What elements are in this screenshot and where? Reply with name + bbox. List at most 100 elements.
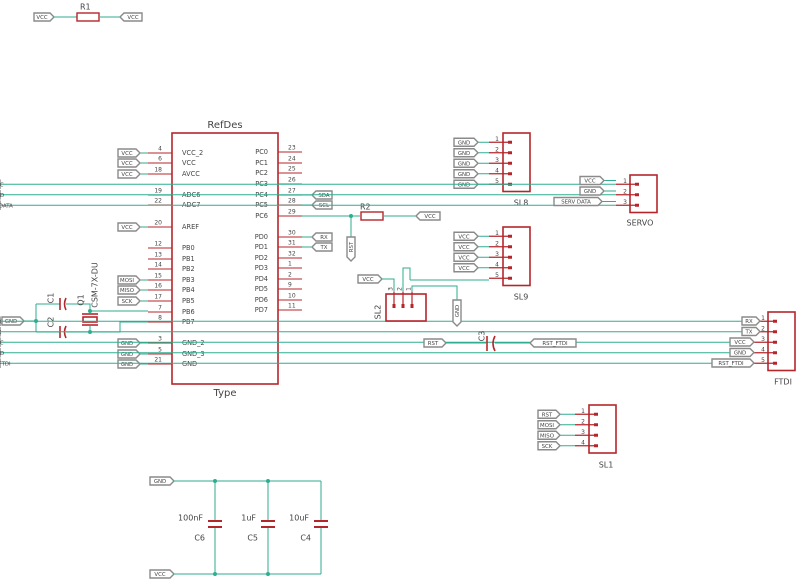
mcu-right-pin-number: 10 (288, 293, 296, 300)
mcu-right-pin-name: PC6 (255, 212, 268, 220)
sl1-net-label: SCK (542, 444, 553, 450)
rst-net-label: RST (349, 241, 355, 252)
r1-right-net-label: VCC (127, 15, 138, 21)
crystal-gnd-net-label: GND (5, 319, 17, 325)
sl2-gnd-net-label-flag (452, 299, 462, 327)
sl8-net-label-flag (453, 158, 479, 168)
sl1-net-label: RST (542, 412, 553, 418)
mcu-left-pin-number: 20 (154, 220, 162, 227)
servo-pin-number: 1 (623, 178, 627, 185)
sl2-vcc-net-label-flag (357, 274, 383, 284)
sl9-pin-contact (508, 276, 512, 280)
sl9-pin-contact (508, 266, 512, 270)
sl2-gnd-net-label: GND (455, 305, 461, 317)
sl8-pin-number: 3 (495, 157, 499, 164)
r1-resistor (76, 12, 100, 22)
mcu-left-net-label: VCC (121, 172, 132, 178)
sl8-net-label-flag (453, 169, 479, 179)
mcu-left-net-label: SCK (122, 299, 133, 305)
mcu-right-net-label: TX (320, 245, 328, 251)
rail-vcc-junction (266, 572, 270, 576)
c2-refdes: C2 (47, 317, 56, 328)
mcu-left-pin-number: 4 (158, 146, 162, 153)
c3-left-net-label-flag (423, 338, 447, 348)
ftdi-net-label: RST_FTDI (0, 361, 11, 367)
mcu-right-pin-number: 23 (288, 145, 296, 152)
servo-net-label: GND (584, 189, 596, 195)
mcu-right-pin-number: 29 (288, 209, 296, 216)
servo-pin-contact (635, 203, 639, 207)
mcu-left-pin-name: PB4 (182, 286, 195, 294)
mcu-right-pin-number: 1 (288, 261, 292, 268)
servo-name: SERVO (627, 219, 654, 228)
mcu-left-net-label-flag (117, 296, 141, 306)
sl2-vcc-net-label: VCC (362, 277, 373, 283)
servo-pin-number: 2 (623, 188, 627, 195)
sl8-pin-contact (508, 140, 512, 144)
mcu-left-pin-name: PB7 (182, 318, 195, 326)
servo-pin-contact (635, 182, 639, 186)
mcu-left-pin-name: PB5 (182, 297, 195, 305)
mcu-left-net-label: VCC (121, 225, 132, 231)
r2-vcc-net-label: VCC (424, 214, 435, 220)
mcu-right-pin-name: PD3 (255, 264, 268, 272)
rail-vcc-net-label-flag (149, 569, 175, 579)
sl1-pin-number: 3 (581, 429, 585, 436)
mcu-left-net-label-flag (117, 285, 141, 295)
mcu-left-pin-name: GND_3 (182, 350, 205, 358)
mcu-left-net-label: VCC (121, 151, 132, 157)
ftdi-header-body (767, 311, 796, 372)
sl9-pin-number: 5 (495, 272, 499, 279)
sl1-pin-number: 2 (581, 418, 585, 425)
mcu-left-net-label-flag (117, 349, 141, 359)
servo-net-label: VCC (0, 182, 4, 188)
sl8-net-label: GND (458, 161, 470, 167)
sl1-net-label-flag (537, 409, 561, 419)
servo-header-body (629, 174, 658, 214)
mcu-left-net-label-flag (117, 158, 141, 168)
mcu-left-pin-name: AVCC (182, 170, 200, 178)
r2-vcc-net-label-flag (415, 211, 441, 221)
ftdi-pin-contact (773, 351, 777, 355)
ftdi-pin-contact (773, 340, 777, 344)
sl2-header-body (385, 293, 427, 322)
rail-gnd-net-label-flag (149, 476, 175, 486)
sl1-net-label: MISO (540, 433, 554, 439)
c1-plate-b (63, 297, 67, 311)
ftdi-pin-number: 5 (761, 357, 765, 364)
sl9-pin-number: 1 (495, 230, 499, 237)
sl1-header-body (588, 404, 617, 454)
servo-pin-contact (635, 193, 639, 197)
sl8-net-label: GND (458, 172, 470, 178)
sl8-pin-contact (508, 172, 512, 176)
mcu-right-net-label: SCL (319, 203, 329, 209)
ftdi-pin-number: 1 (761, 315, 765, 322)
mcu-left-pin-name: AREF (182, 223, 199, 231)
q1-refdes: Q1 (77, 294, 86, 305)
servo-net-label-flag (553, 196, 603, 207)
sl2-name: SL2 (374, 305, 383, 320)
sl9-pin-number: 4 (495, 261, 499, 268)
sl9-net-label: VCC (458, 234, 469, 240)
sl1-name: SL1 (599, 461, 614, 470)
c3-plate-b (492, 335, 496, 352)
sl9-net-label-flag (453, 263, 479, 273)
mcu-left-pin-name: PB6 (182, 308, 195, 316)
sl1-pin-contact (594, 444, 598, 448)
cap-value: 10uF (289, 514, 309, 523)
ftdi-net-label: RST_FTDI (718, 361, 744, 367)
mcu-refdes: RefDes (207, 120, 242, 131)
sl8-pin-contact (508, 161, 512, 165)
mcu-right-pin-number: 25 (288, 166, 296, 173)
sl9-net-label-flag (453, 242, 479, 252)
mcu-left-pin-number: 8 (158, 315, 162, 322)
mcu-left-pin-number: 12 (154, 241, 162, 248)
servo-net-label: SERV DATA (561, 200, 591, 206)
mcu-left-pin-number: 22 (154, 198, 162, 205)
ftdi-net-label: VCC (0, 340, 4, 346)
mcu-left-net-label: MISO (120, 288, 134, 294)
sl8-header-body (502, 132, 531, 193)
sl8-pin-number: 5 (495, 178, 499, 185)
mcu-left-net-label-flag (117, 148, 141, 158)
